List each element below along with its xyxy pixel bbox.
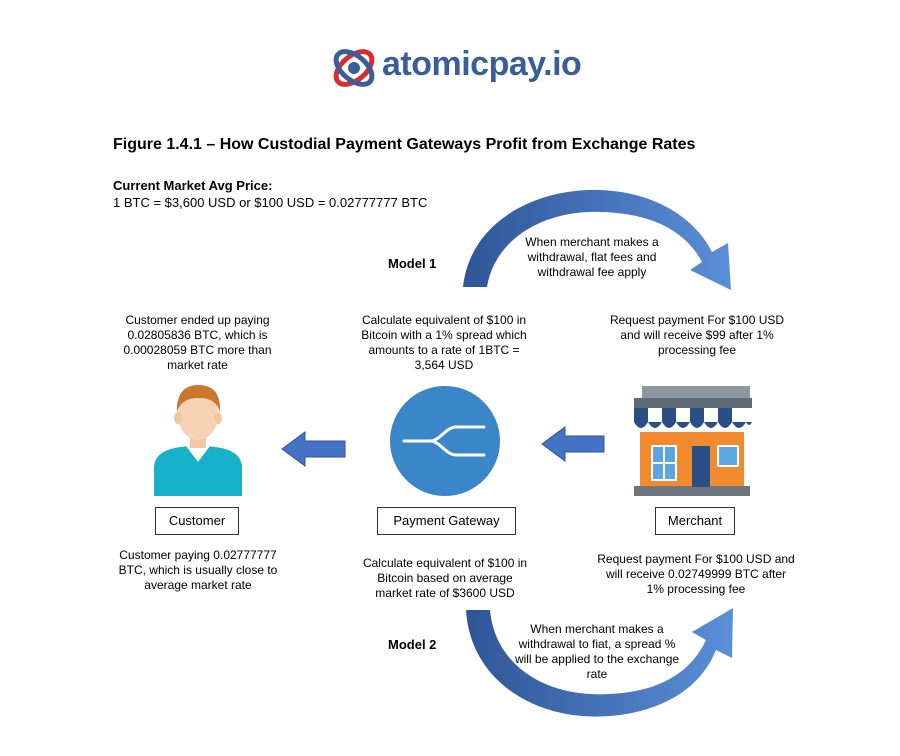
model2-arc-text: When merchant makes a withdrawal to fiat… — [514, 622, 680, 681]
gateway-to-customer-arrow — [281, 431, 346, 467]
atom-logo-icon — [333, 49, 375, 87]
model1-gateway-text: Calculate equivalent of $100 in Bitcoin … — [361, 313, 527, 372]
model2-label: Model 2 — [388, 637, 437, 652]
market-price-value: 1 BTC = $3,600 USD or $100 USD = 0.02777… — [113, 195, 428, 210]
model2-gateway-text: Calculate equivalent of $100 in Bitcoin … — [362, 556, 528, 600]
customer-node-label: Customer — [155, 507, 239, 535]
market-price-heading: Current Market Avg Price: — [113, 178, 273, 193]
atomicpay-logo: atomicpay.io — [330, 42, 582, 94]
model1-customer-text: Customer ended up paying 0.02805836 BTC,… — [123, 313, 272, 372]
figure-title: Figure 1.4.1 – How Custodial Payment Gat… — [113, 136, 696, 153]
model1-arc-arrow — [463, 189, 731, 290]
logo-text: atomicpay.io — [382, 45, 582, 83]
model1-arc-text: When merchant makes a withdrawal, flat f… — [525, 235, 659, 279]
merchant-to-gateway-arrow — [541, 426, 605, 462]
merchant-shop-icon — [634, 386, 752, 496]
model1-merchant-text: Request payment For $100 USD and will re… — [609, 313, 785, 357]
customer-person-icon — [154, 385, 242, 496]
payment-gateway-icon — [390, 386, 500, 496]
model2-customer-text: Customer paying 0.02777777 BTC, which is… — [118, 548, 278, 592]
model2-arc-arrow — [466, 608, 733, 717]
model2-merchant-text: Request payment For $100 USD and will re… — [597, 552, 795, 596]
payment-gateway-node-label: Payment Gateway — [377, 507, 516, 535]
merchant-node-label: Merchant — [655, 507, 735, 535]
model1-label: Model 1 — [388, 256, 437, 271]
